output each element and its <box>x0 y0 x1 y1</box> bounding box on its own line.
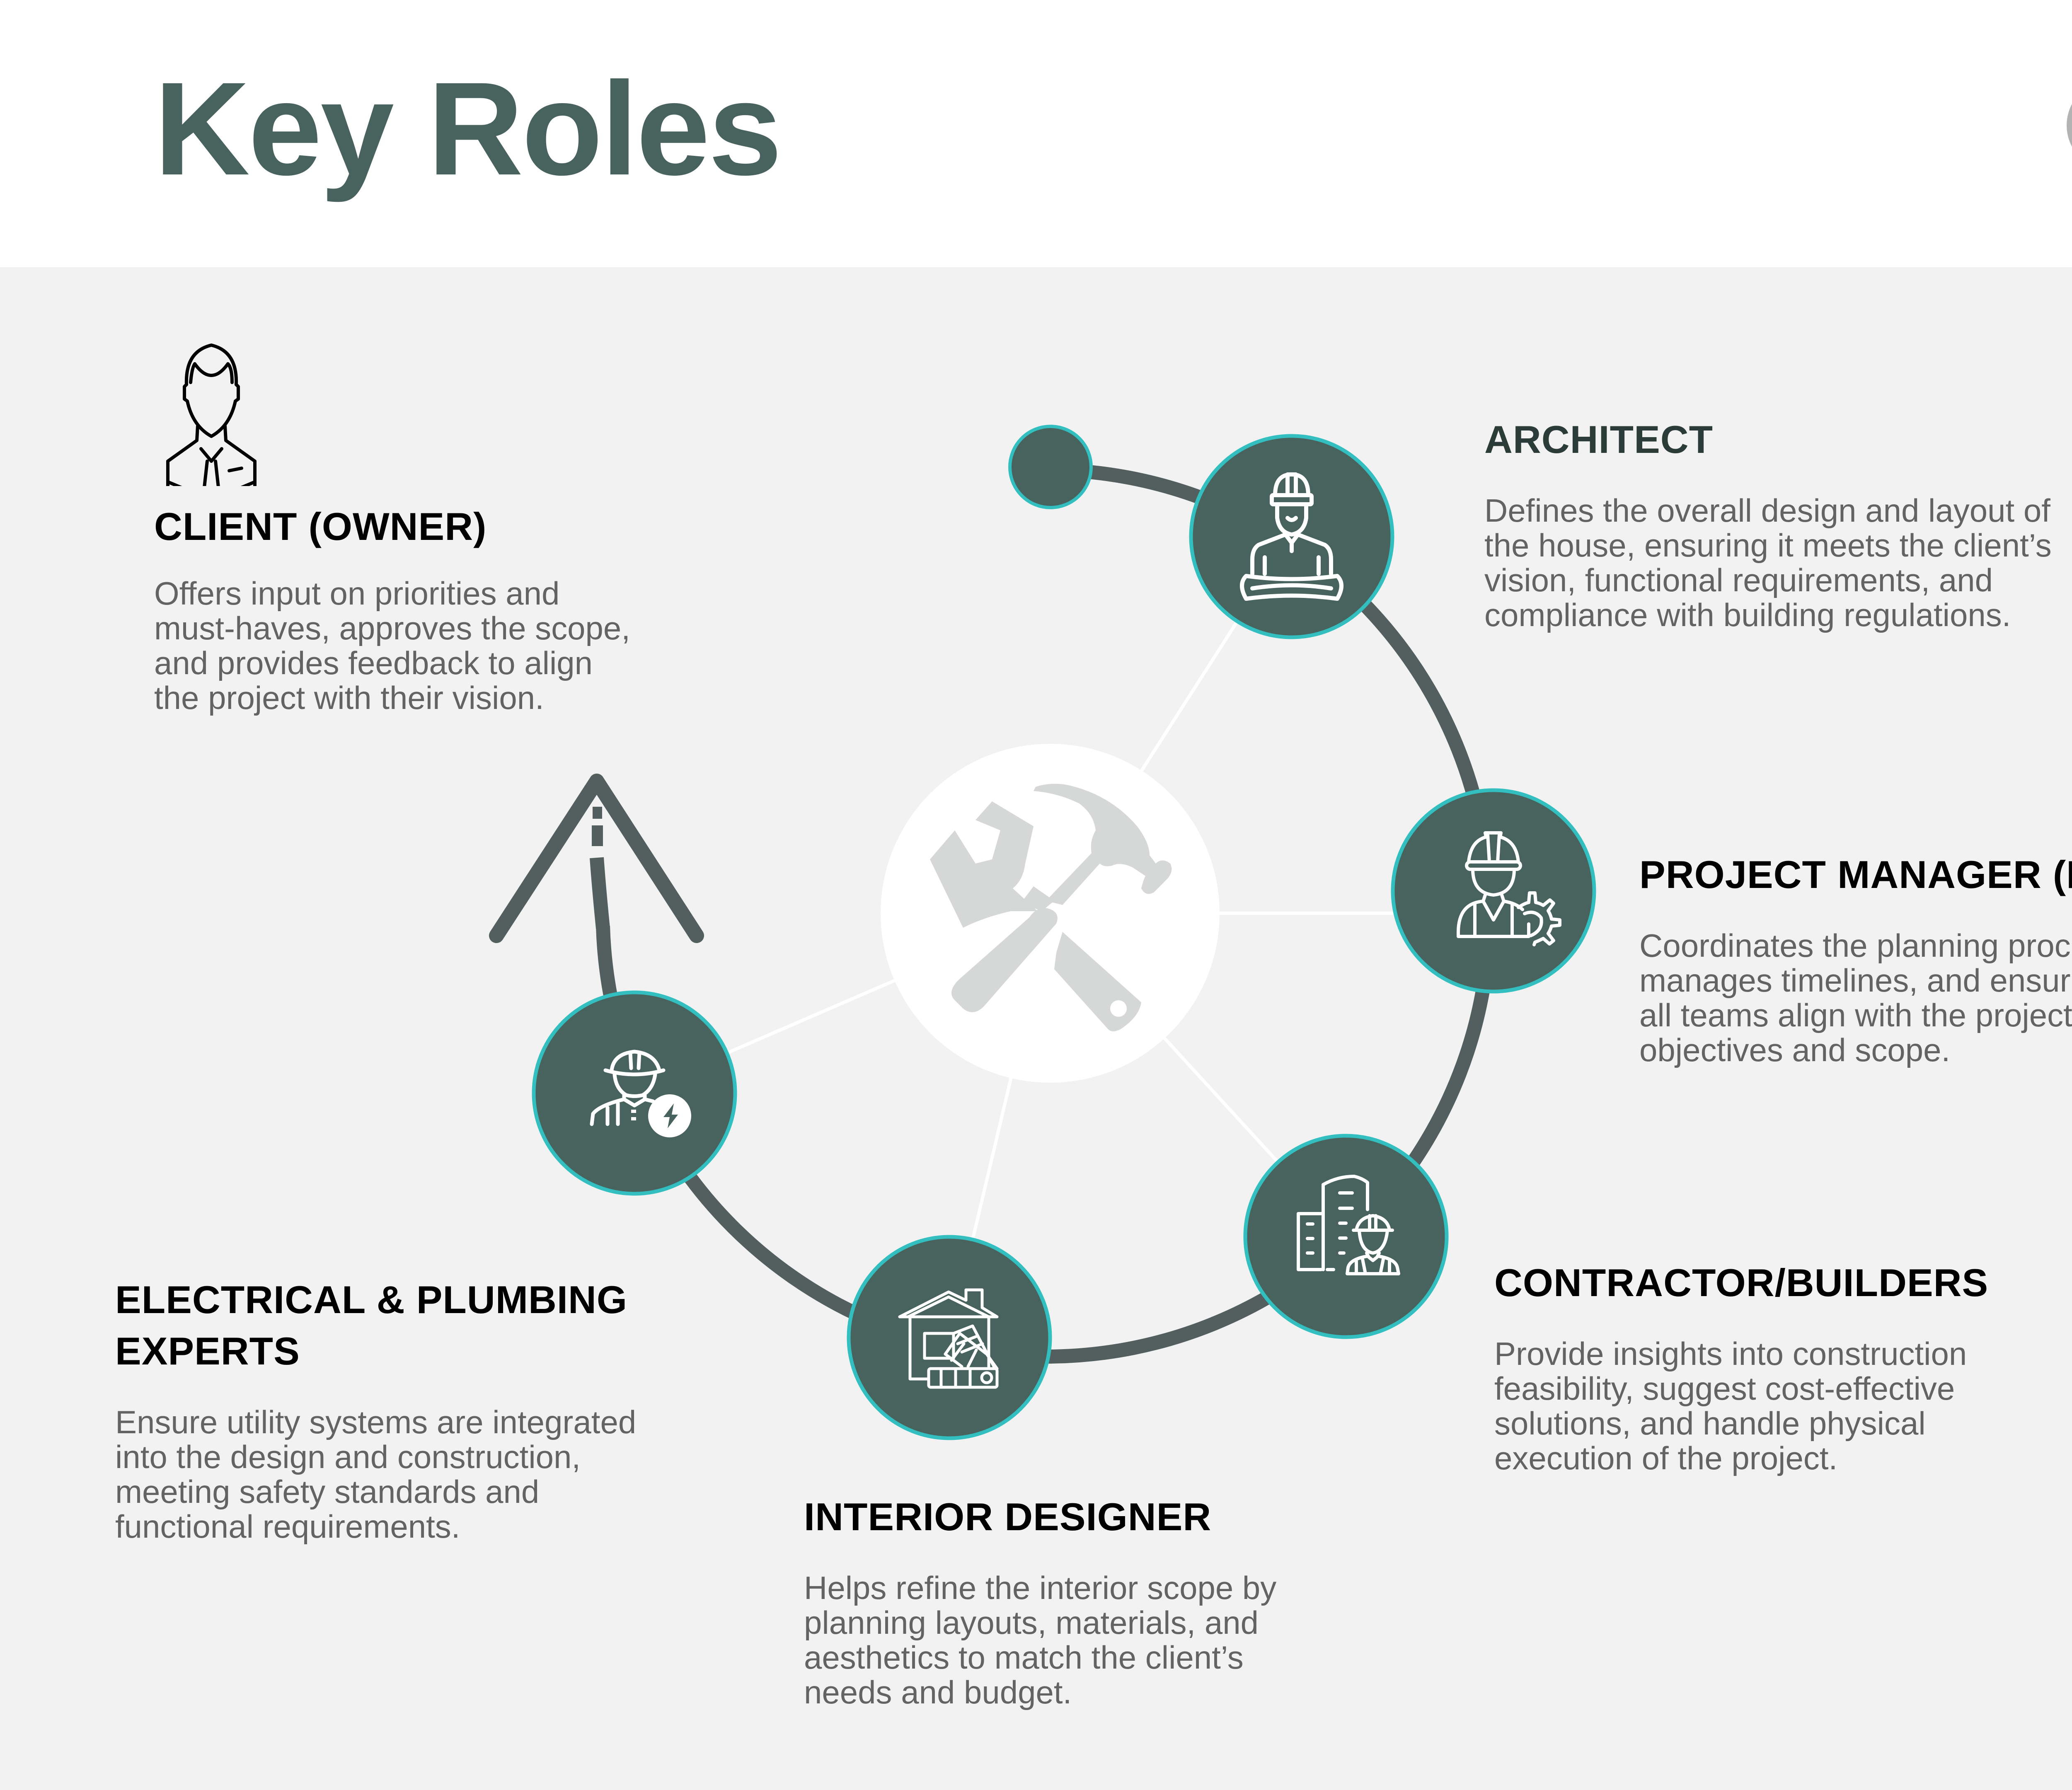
house-with-swatches-icon <box>898 1288 999 1389</box>
building-and-worker-icon <box>1297 1175 1400 1275</box>
role-title-project-manager: PROJECT MANAGER (PM) <box>1639 853 2072 896</box>
arrow-dash <box>592 830 603 846</box>
arrow-dash <box>593 807 602 819</box>
page-title: Key Roles <box>154 54 782 203</box>
architect-with-blueprint-icon <box>1240 472 1343 601</box>
node-electrical-plumbing <box>532 990 737 1196</box>
role-title-contractor: CONTRACTOR/BUILDERS <box>1494 1261 1989 1304</box>
node-architect <box>1189 434 1394 639</box>
role-desc-contractor: Provide insights into construction feasi… <box>1494 1335 1967 1476</box>
role-desc-client: Offers input on priorities and must-have… <box>154 575 630 716</box>
arrow-head <box>489 774 704 943</box>
businessman-icon <box>166 343 257 486</box>
engineer-with-gear-icon <box>1457 831 1561 946</box>
arc-to-arrow <box>590 857 610 929</box>
role-title-architect: ARCHITECT <box>1484 418 1714 461</box>
node-project-manager <box>1391 788 1596 994</box>
role-title-interior-designer: INTERIOR DESIGNER <box>804 1495 1212 1538</box>
hammer-and-wrench-icon <box>930 784 1172 1031</box>
start-dot <box>1008 425 1093 509</box>
header-band: Key Roles <box>0 0 2072 267</box>
role-desc-project-manager: Coordinates the planning process, manage… <box>1639 927 2072 1068</box>
electrician-icon <box>590 1050 691 1137</box>
role-title-electrical-plumbing: ELECTRICAL & PLUMBING EXPERTS <box>115 1278 628 1373</box>
role-desc-interior-designer: Helps refine the interior scope by plann… <box>804 1570 1277 1710</box>
node-contractor <box>1243 1134 1449 1339</box>
role-desc-architect: Defines the overall design and layout of… <box>1484 492 2052 633</box>
role-title-client: CLIENT (OWNER) <box>154 505 487 548</box>
node-interior-designer <box>847 1235 1052 1440</box>
role-desc-electrical-plumbing: Ensure utility systems are integrated in… <box>115 1404 637 1545</box>
